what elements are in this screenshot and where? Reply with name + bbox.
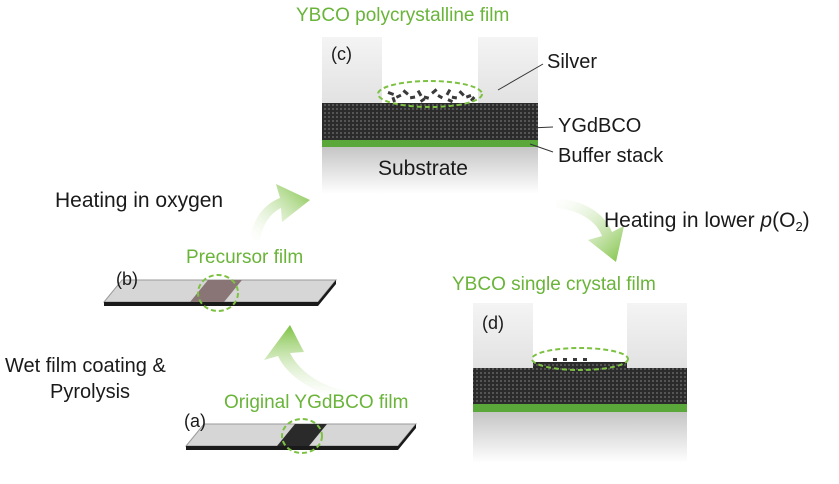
wet-film-coating-line2: Pyrolysis: [50, 381, 131, 403]
panel-c-block: [322, 37, 554, 194]
panel-d-highlight-ellipse: [531, 347, 629, 371]
panel-d-silver-right: [627, 303, 687, 368]
single-crystal-film-label: YBCO single crystal film: [452, 274, 656, 295]
polycrystalline-film-title: YBCO polycrystalline film: [296, 5, 510, 26]
substrate-label: Substrate: [378, 157, 468, 180]
buffer-leader: [529, 143, 554, 153]
panel-d-crystal-layer: [533, 362, 627, 368]
heating-lower-po2-label: Heating in lower p(O2): [604, 210, 810, 233]
panel-d-label: (d): [482, 313, 504, 333]
heating-lower-paren-close: ): [802, 209, 810, 232]
heating-lower-subscript: 2: [795, 219, 803, 234]
heating-lower-prefix: Heating in lower: [604, 209, 761, 232]
panel-c-grains: [387, 88, 476, 104]
heating-lower-p: p: [760, 209, 773, 232]
original-film-label: Original YGdBCO film: [224, 392, 409, 413]
panel-d-dots: [553, 358, 587, 361]
arrow-c-to-d: [556, 198, 624, 262]
panel-d-substrate: [473, 411, 687, 463]
panel-a-film-patch: [277, 424, 327, 446]
buffer-stack-label: Buffer stack: [558, 145, 664, 167]
precursor-film-label: Precursor film: [186, 247, 304, 268]
panel-c-silver-left: [322, 37, 382, 103]
panel-d-block: [473, 303, 687, 463]
ygdbco-leader: [529, 126, 554, 129]
panel-b-precursor-patch: [190, 280, 242, 302]
panel-d-silver-left: [473, 303, 533, 368]
silver-leader: [497, 63, 544, 91]
panel-c-substrate: [322, 146, 538, 194]
silver-label: Silver: [547, 51, 598, 73]
panel-c-buffer-layer: [322, 140, 538, 147]
heating-oxygen-label: Heating in oxygen: [55, 189, 224, 212]
panel-a-label: (a): [184, 411, 206, 431]
panel-a-strip: [184, 418, 418, 454]
panel-b-label: (b): [116, 269, 138, 289]
ygdbco-label: YGdBCO: [558, 115, 642, 137]
panel-b-highlight-ellipse: [197, 274, 239, 312]
wet-film-coating-line1: Wet film coating &: [5, 355, 166, 377]
heating-lower-paren-open: (O: [772, 209, 796, 232]
panel-b-strip: [102, 274, 338, 312]
panel-c-silver-right: [478, 37, 538, 103]
panel-d-ygdbco-layer: [473, 368, 687, 404]
panel-c-label: (c): [331, 44, 352, 64]
panel-c-ygdbco-layer: [322, 103, 538, 140]
panel-d-buffer-layer: [473, 404, 687, 412]
panel-c-highlight-ellipse: [377, 80, 483, 108]
arrow-b-to-c: [250, 184, 310, 240]
panel-a-highlight-ellipse: [281, 418, 323, 454]
arrow-a-to-b: [264, 325, 352, 400]
